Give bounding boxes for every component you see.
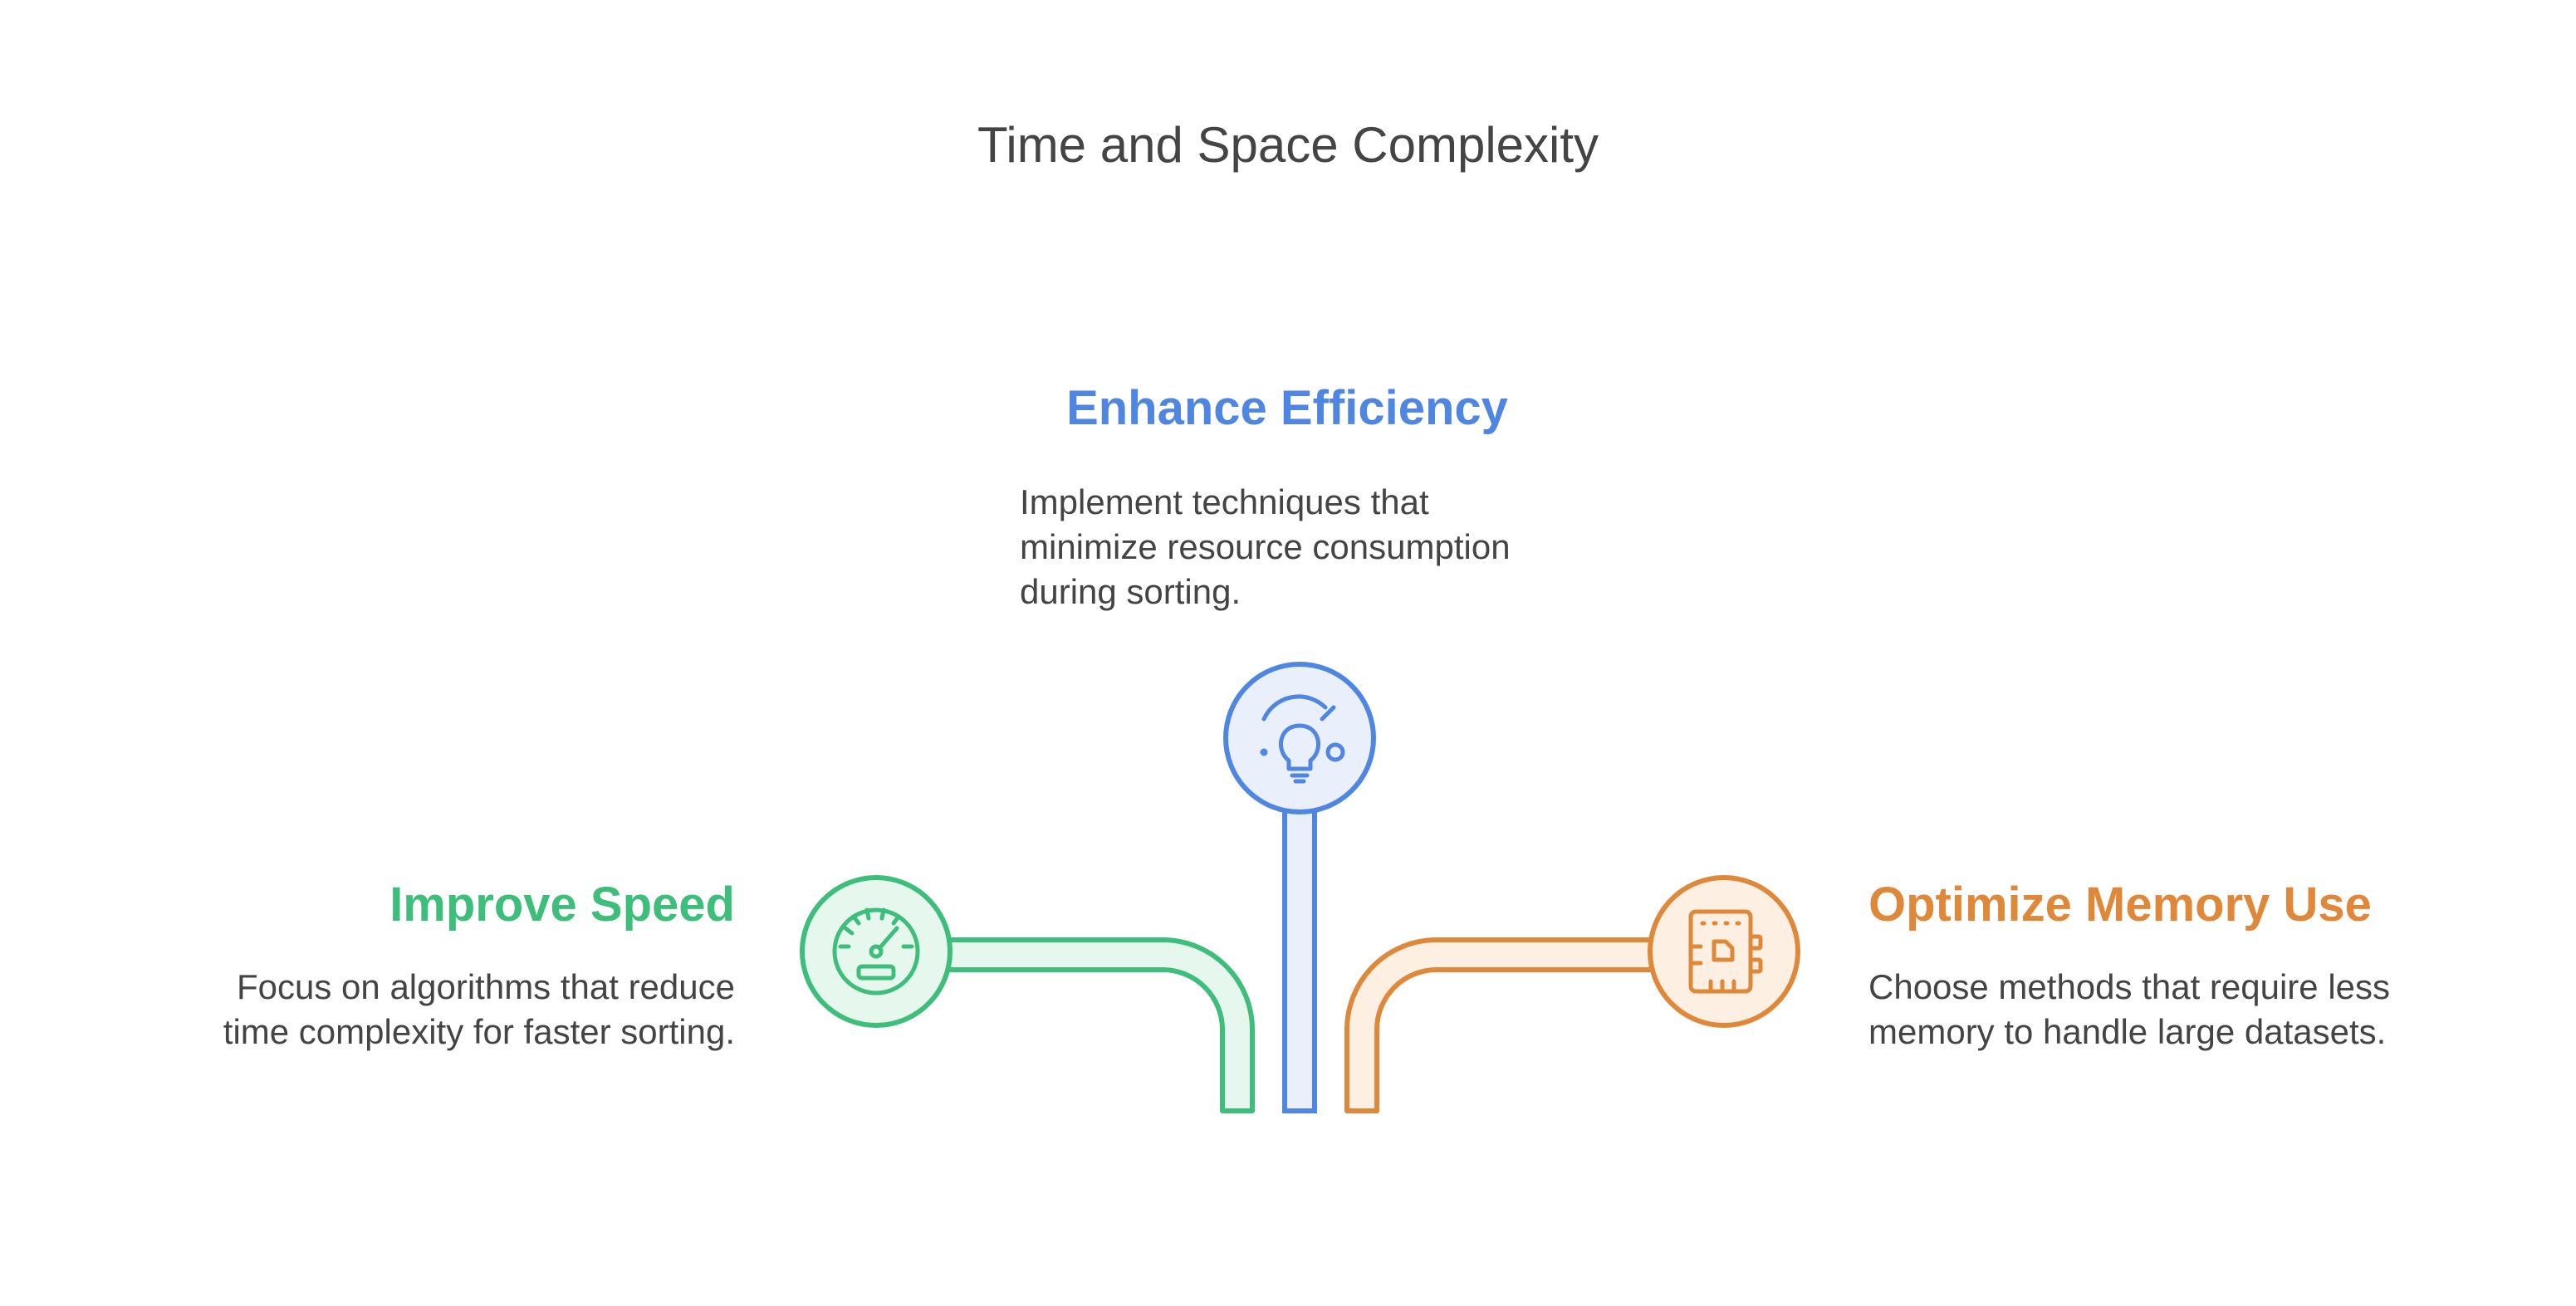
efficiency-heading: Enhance Efficiency <box>1066 381 1508 435</box>
memory-chip-icon <box>1688 909 1763 994</box>
efficiency-description-line: minimize resource consumption <box>1020 527 1511 566</box>
efficiency-node <box>1223 662 1376 814</box>
page-title: Time and Space Complexity <box>977 117 1599 173</box>
speed-heading: Improve Speed <box>389 878 735 932</box>
speed-description-line: Focus on algorithms that reduce <box>237 967 735 1006</box>
memory-heading: Optimize Memory Use <box>1868 878 2372 932</box>
efficiency-pipe <box>1282 807 1317 1113</box>
speed-description: Focus on algorithms that reduce time com… <box>83 965 735 1054</box>
speed-description-line: time complexity for faster sorting. <box>223 1012 735 1051</box>
efficiency-description: Implement techniques that minimize resou… <box>1020 480 1511 614</box>
memory-pipe <box>1344 937 1655 1113</box>
memory-description: Choose methods that require less memory … <box>1868 965 2390 1054</box>
memory-node <box>1648 875 1800 1028</box>
efficiency-description-line: Implement techniques that <box>1020 482 1429 521</box>
memory-description-line: memory to handle large datasets. <box>1868 1012 2387 1051</box>
lightbulb-icon <box>1260 694 1345 784</box>
speed-node <box>800 875 953 1028</box>
speed-pipe <box>944 937 1255 1113</box>
speedometer-icon <box>832 907 920 995</box>
efficiency-description-line: during sorting. <box>1020 572 1241 611</box>
memory-description-line: Choose methods that require less <box>1868 967 2391 1006</box>
